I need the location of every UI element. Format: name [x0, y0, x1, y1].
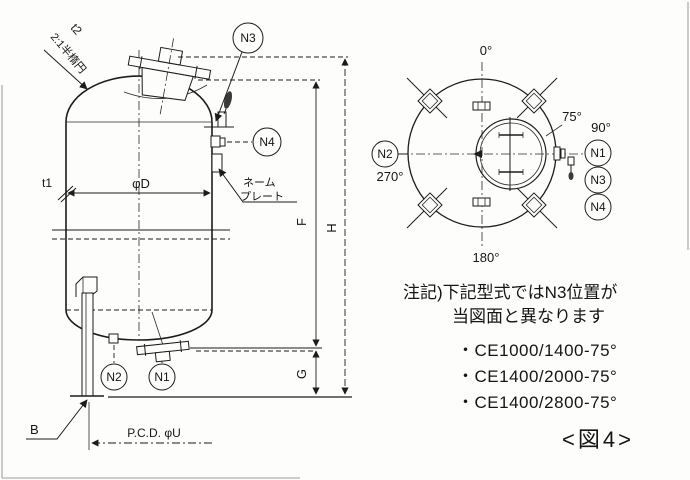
side-view: t2 2:1半楕円 N3 N4 ネーム プ [26, 21, 352, 450]
n1-callout-bottom: N1 [148, 361, 176, 391]
nameplate-label-1: ネーム [243, 176, 276, 189]
manhole-top-view [473, 117, 547, 191]
model-item-3: ・CE1400/2800-75° [457, 393, 617, 412]
note-line-2: 当図面と異なります [452, 307, 605, 326]
n1-tag-side: N1 [154, 370, 170, 384]
nameplate: ネーム プレート [211, 153, 297, 203]
figure-label: <図4> [562, 427, 634, 452]
n4-tag-top: N4 [590, 200, 606, 214]
head-spec-ellipse: 2:1半楕円 [48, 30, 90, 76]
n3-tag-side: N3 [240, 31, 256, 45]
n3-tag-top: N3 [590, 173, 606, 187]
model-item-1: ・CE1000/1400-75° [457, 341, 617, 360]
manhole-arrow [473, 150, 482, 158]
angle-90: 90° [591, 120, 611, 135]
bottom-manhole [136, 311, 190, 363]
support-leg [70, 276, 104, 397]
note-block: 注記)下記型式ではN3位置が 当図面と異なります ・CE1000/1400-75… [403, 283, 617, 412]
n4-nozzle: N4 [210, 127, 282, 157]
top-view: 0° 180° 270° 90° 75° N2 N1 N3 N4 [371, 43, 612, 265]
leg-base-callout: B [26, 399, 88, 440]
pcd-label: P.C.D. φU [127, 426, 181, 440]
top-view-nozzle-tags: N2 N1 N3 N4 [371, 139, 612, 221]
n1-tag-top: N1 [590, 146, 606, 160]
dim-f-label: F [294, 218, 309, 226]
dim-g-label: G [294, 369, 309, 379]
model-item-2: ・CE1400/2000-75° [457, 367, 617, 386]
height-dimensions: F G H [108, 56, 352, 398]
n2-tag-side: N2 [106, 370, 122, 384]
angle-180: 180° [473, 250, 500, 265]
head-spec-t2: t2 [68, 21, 85, 38]
nameplate-label-2: プレート [240, 190, 284, 203]
t1-label: t1 [42, 176, 52, 190]
head-spec-label: t2 2:1半楕円 [43, 21, 90, 90]
centerline-pads [472, 101, 491, 207]
note-line-1: 注記)下記型式ではN3位置が [403, 283, 617, 302]
dim-h-label: H [324, 223, 339, 232]
n4-tag-side: N4 [259, 135, 275, 149]
n2-nozzle-bottom: N2 [100, 333, 128, 391]
head-spec-leader [43, 49, 88, 90]
angle-270: 270° [377, 169, 404, 184]
angle-75-callout: 75° [545, 109, 582, 137]
diameter-dimension: φD t1 [42, 176, 211, 203]
b-label: B [30, 422, 39, 437]
support-lugs [406, 77, 558, 229]
top-manhole [127, 38, 212, 118]
n3-callout: N3 [214, 22, 264, 122]
vessel-shell [52, 75, 230, 341]
right-nozzle-hardware [553, 146, 575, 180]
angle-0: 0° [480, 43, 492, 58]
diameter-label: φD [132, 176, 150, 191]
n2-tag-top: N2 [377, 147, 393, 161]
pcd-dimension: P.C.D. φU [88, 402, 213, 450]
angle-75: 75° [562, 109, 582, 124]
